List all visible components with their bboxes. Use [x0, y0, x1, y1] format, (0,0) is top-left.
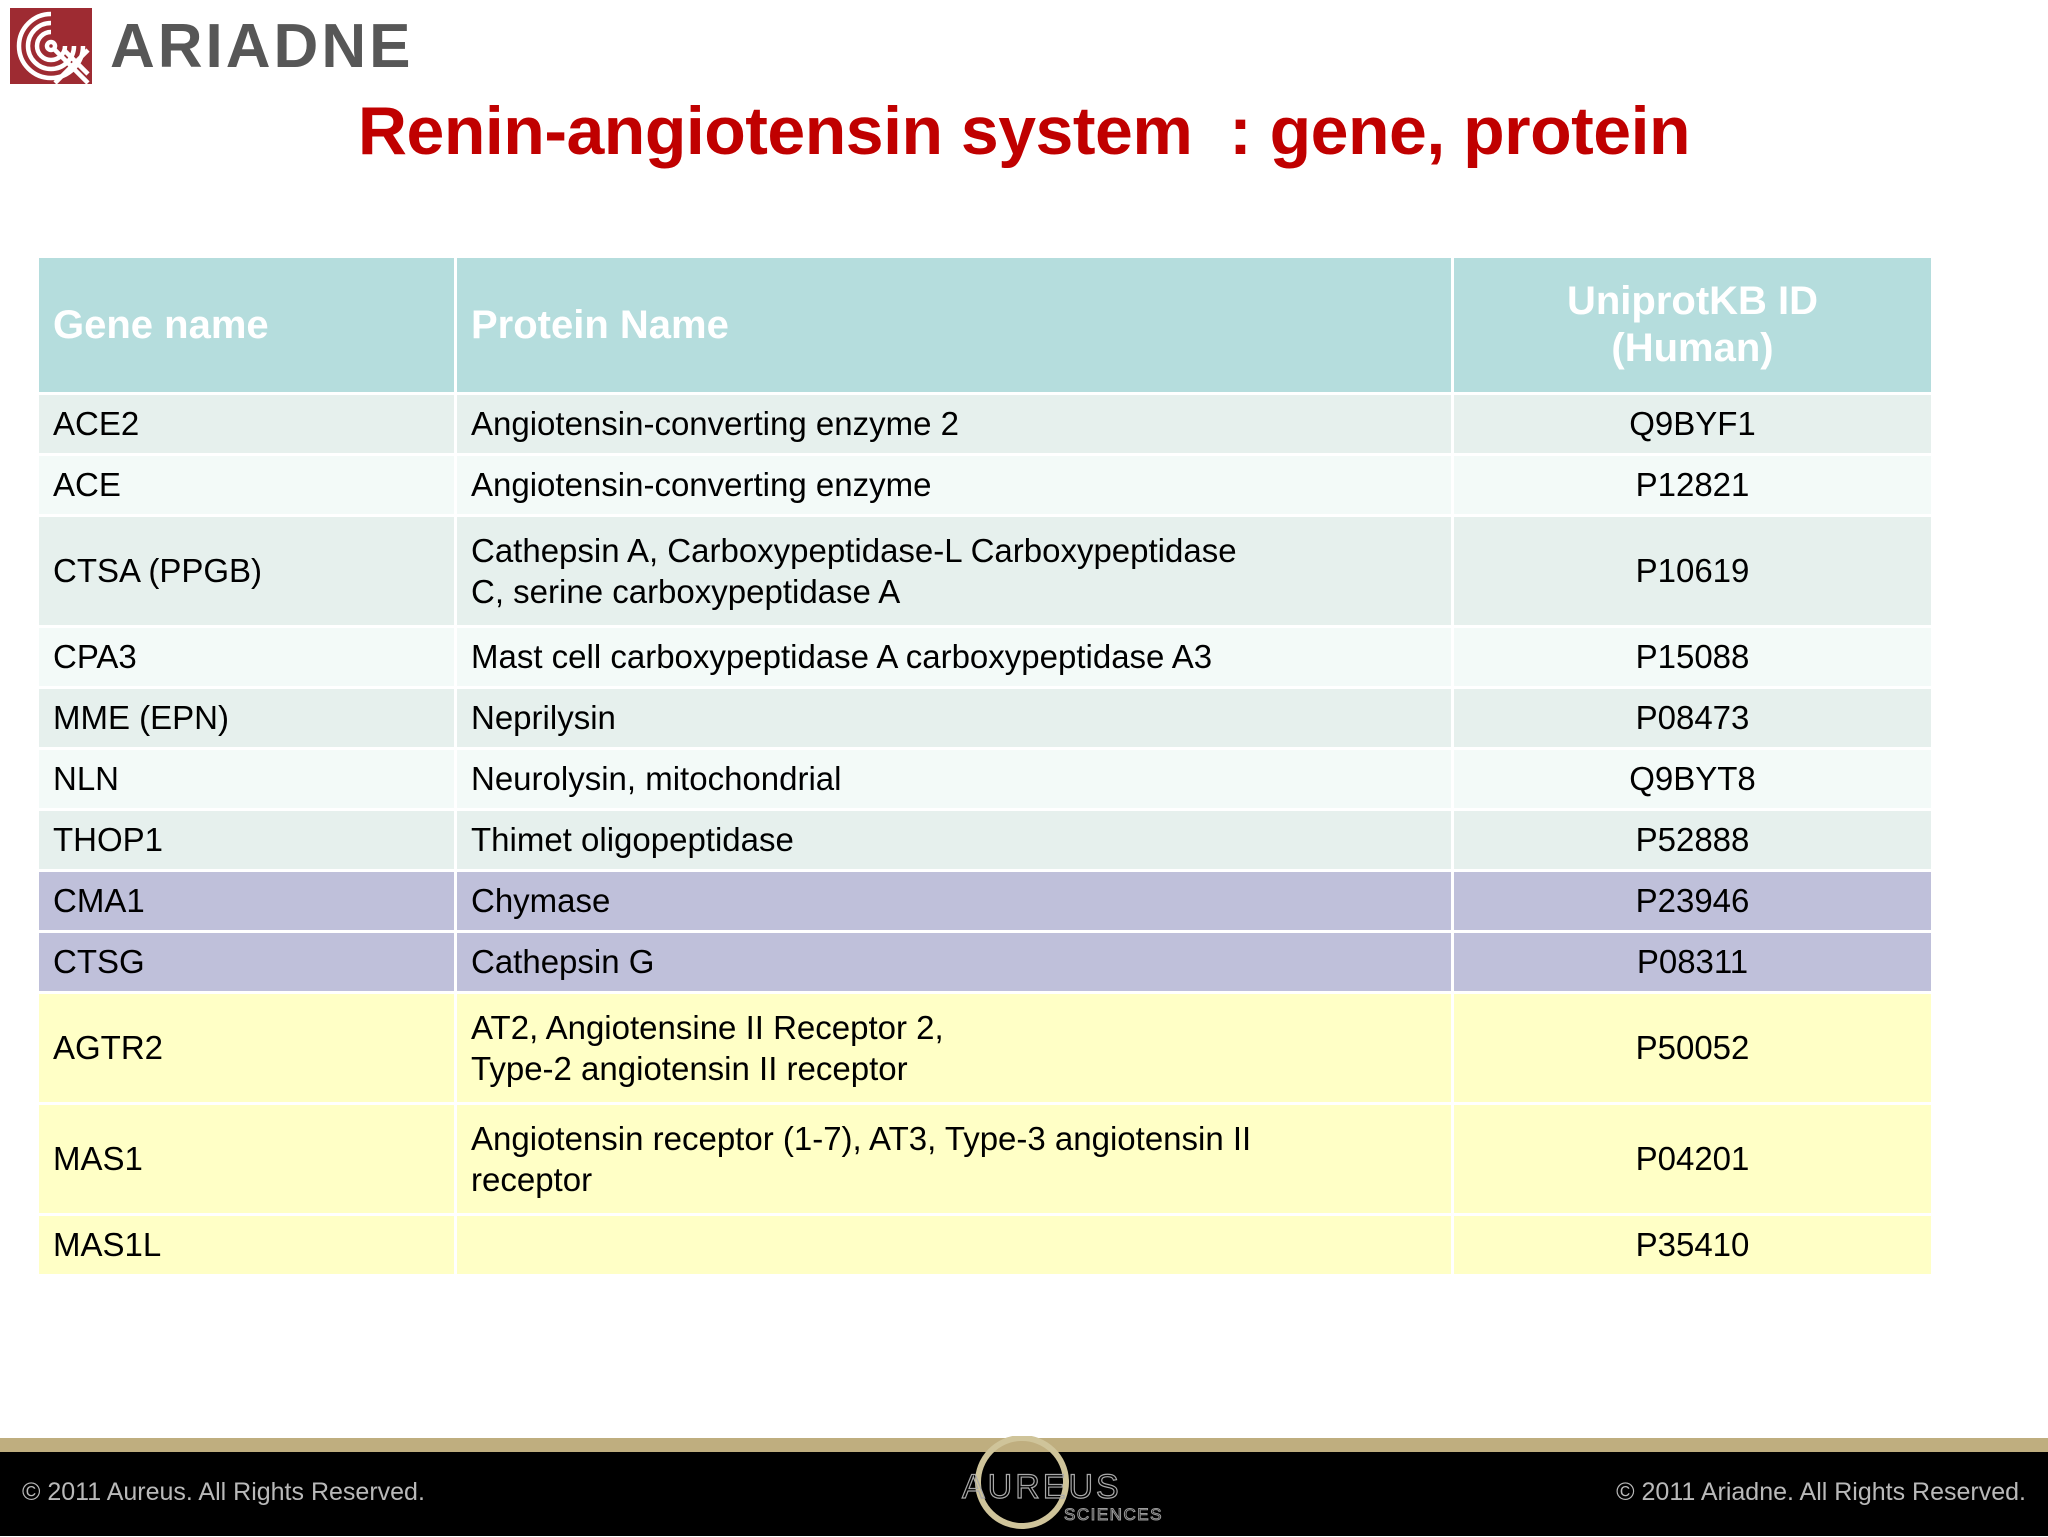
gene-protein-table: Gene name Protein Name UniprotKB ID (Hum… [36, 255, 1934, 1277]
aureus-sciences-logo: AUREUS SCIENCES [874, 1435, 1174, 1532]
table-header: Gene name Protein Name UniprotKB ID (Hum… [39, 258, 1931, 392]
protein-line-1: Cathepsin A, Carboxypeptidase-L Carboxyp… [471, 531, 1237, 569]
protein-line-1: Neprilysin [471, 699, 616, 737]
cell-protein-name: Angiotensin-converting enzyme 2 [457, 395, 1451, 453]
protein-line-2: C, serine carboxypeptidase A [471, 573, 901, 610]
svg-text:AUREUS: AUREUS [962, 1468, 1122, 1506]
cell-protein-name: Chymase [457, 872, 1451, 930]
table-row: THOP1 Thimet oligopeptidase P52888 [39, 811, 1931, 869]
cell-protein-name: Thimet oligopeptidase [457, 811, 1451, 869]
cell-uniprotkb-id: P52888 [1454, 811, 1931, 869]
cell-gene-name: CTSG [39, 933, 454, 991]
column-header-uniprotkb-id-line2: (Human) [1611, 326, 1774, 370]
cell-gene-name: NLN [39, 750, 454, 808]
cell-uniprotkb-id: P04201 [1454, 1105, 1931, 1213]
cell-uniprotkb-id: Q9BYF1 [1454, 395, 1931, 453]
cell-gene-name: ACE2 [39, 395, 454, 453]
cell-uniprotkb-id: P10619 [1454, 517, 1931, 625]
protein-line-1: Thimet oligopeptidase [471, 821, 794, 859]
copyright-ariadne: © 2011 Ariadne. All Rights Reserved. [1616, 1478, 2026, 1506]
cell-gene-name: AGTR2 [39, 994, 454, 1102]
table-row: MAS1 Angiotensin receptor (1-7), AT3, Typ… [39, 1105, 1931, 1213]
table-row: CTSA (PPGB) Cathepsin A, Carboxypeptidase… [39, 517, 1931, 625]
cell-gene-name: CPA3 [39, 628, 454, 686]
brand-header: ARIADNE [0, 0, 2048, 96]
cell-protein-name: Cathepsin G [457, 933, 1451, 991]
copyright-aureus: © 2011 Aureus. All Rights Reserved. [22, 1478, 425, 1506]
protein-line-1: Chymase [471, 882, 611, 920]
table-row: ACE2 Angiotensin-converting enzyme 2 Q9BYF… [39, 395, 1931, 453]
cell-protein-name: AT2, Angiotensine II Receptor 2, Type-2 a… [457, 994, 1451, 1102]
cell-gene-name: CTSA (PPGB) [39, 517, 454, 625]
cell-uniprotkb-id: Q9BYT8 [1454, 750, 1931, 808]
column-header-protein-name: Protein Name [457, 258, 1451, 392]
table-header-row: Gene name Protein Name UniprotKB ID (Hum… [39, 258, 1931, 392]
column-header-uniprotkb-id: UniprotKB ID (Human) [1454, 258, 1931, 392]
cell-gene-name: ACE [39, 456, 454, 514]
protein-line-1: Mast cell carboxypeptidase A carboxypept… [471, 638, 1213, 676]
cell-protein-name: Neurolysin, mitochondrial [457, 750, 1451, 808]
svg-text:SCIENCES: SCIENCES [1064, 1505, 1163, 1524]
page-title: Renin-angiotensin system : gene, protein [357, 93, 1691, 169]
cell-uniprotkb-id: P50052 [1454, 994, 1931, 1102]
cell-uniprotkb-id: P12821 [1454, 456, 1931, 514]
cell-protein-name: Mast cell carboxypeptidase A carboxypept… [457, 628, 1451, 686]
cell-gene-name: THOP1 [39, 811, 454, 869]
footer-bar: © 2011 Aureus. All Rights Reserved. AURE… [0, 1435, 2048, 1536]
column-header-uniprotkb-id-line1: UniprotKB ID [1566, 278, 1819, 323]
protein-line-2: Type-2 angiotensin II receptor [471, 1050, 908, 1087]
protein-line-1: Neurolysin, mitochondrial [471, 760, 842, 798]
protein-line-1: AT2, Angiotensine II Receptor 2, [471, 1008, 944, 1046]
cell-gene-name: MAS1 [39, 1105, 454, 1213]
cell-uniprotkb-id: P15088 [1454, 628, 1931, 686]
ariadne-labyrinth-icon [8, 6, 94, 86]
cell-uniprotkb-id: P23946 [1454, 872, 1931, 930]
table-row: MAS1L P35410 [39, 1216, 1931, 1274]
table-row: MME (EPN) Neprilysin P08473 [39, 689, 1931, 747]
table-row: CTSG Cathepsin G P08311 [39, 933, 1931, 991]
table-body: ACE2 Angiotensin-converting enzyme 2 Q9BYF… [39, 395, 1931, 1274]
table-row: ACE Angiotensin-converting enzyme P12821 [39, 456, 1931, 514]
cell-gene-name: CMA1 [39, 872, 454, 930]
protein-line-2: receptor [471, 1161, 593, 1198]
table-row: CPA3 Mast cell carboxypeptidase A carboxy… [39, 628, 1931, 686]
cell-uniprotkb-id: P08473 [1454, 689, 1931, 747]
cell-protein-name: Neprilysin [457, 689, 1451, 747]
cell-protein-name [457, 1216, 1451, 1274]
ariadne-wordmark: ARIADNE [110, 12, 414, 81]
protein-line-1: Angiotensin receptor (1-7), AT3, Type-3 … [471, 1119, 1252, 1157]
table-row: NLN Neurolysin, mitochondrial Q9BYT8 [39, 750, 1931, 808]
protein-line-1: Angiotensin-converting enzyme [471, 466, 932, 504]
cell-gene-name: MAS1L [39, 1216, 454, 1274]
table-row: CMA1 Chymase P23946 [39, 872, 1931, 930]
cell-protein-name: Angiotensin-converting enzyme [457, 456, 1451, 514]
table-row: AGTR2 AT2, Angiotensine II Receptor 2, Typ… [39, 994, 1931, 1102]
cell-uniprotkb-id: P35410 [1454, 1216, 1931, 1274]
cell-protein-name: Cathepsin A, Carboxypeptidase-L Carboxyp… [457, 517, 1451, 625]
cell-uniprotkb-id: P08311 [1454, 933, 1931, 991]
cell-protein-name: Angiotensin receptor (1-7), AT3, Type-3 … [457, 1105, 1451, 1213]
cell-gene-name: MME (EPN) [39, 689, 454, 747]
protein-line-1: Cathepsin G [471, 943, 655, 981]
column-header-gene-name: Gene name [39, 258, 454, 392]
protein-line-1: Angiotensin-converting enzyme 2 [471, 405, 959, 443]
